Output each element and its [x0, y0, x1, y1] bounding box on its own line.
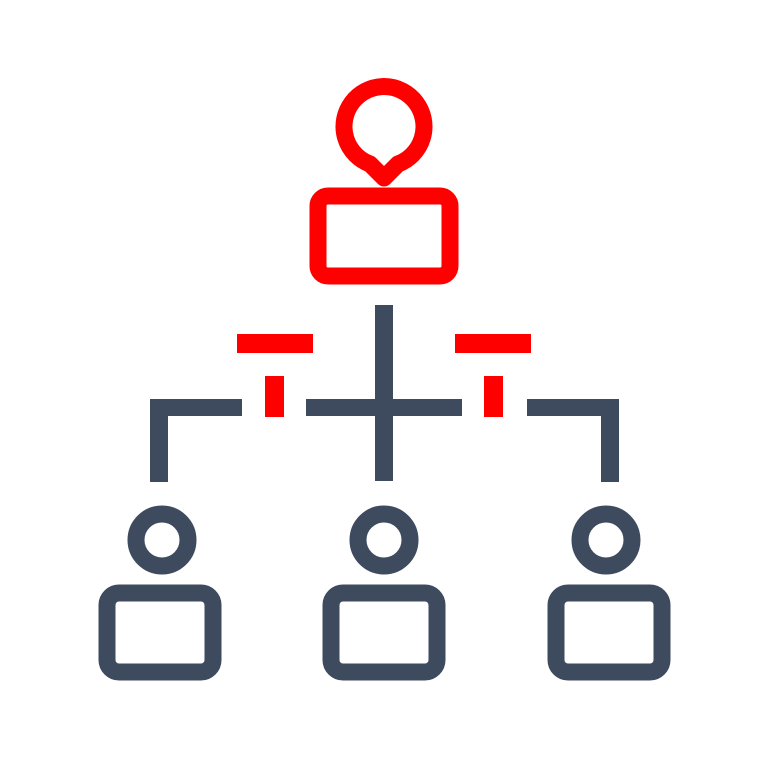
- t-marker-left-bar: [237, 334, 313, 353]
- t-marker-icon: [237, 334, 531, 417]
- connector-left-horizontal: [150, 399, 242, 416]
- member-center-body-icon: [322, 584, 446, 681]
- member-left-head-icon: [127, 505, 197, 575]
- member-center-person-icon: [322, 505, 446, 681]
- member-right-head-icon: [571, 505, 641, 575]
- t-marker-right-bar: [455, 334, 531, 353]
- t-marker-right-stem: [484, 376, 503, 417]
- member-left-body-icon: [98, 584, 222, 681]
- connector-tree-icon: [150, 305, 619, 482]
- connector-right-vertical: [601, 399, 619, 482]
- member-center-head-icon: [349, 505, 419, 575]
- member-right-body-icon: [547, 584, 671, 681]
- connector-left-vertical: [150, 399, 168, 482]
- leader-person-icon: [309, 78, 459, 285]
- member-right-person-icon: [547, 505, 671, 681]
- connector-center-horizontal: [306, 399, 462, 416]
- connector-center-vertical: [375, 305, 393, 481]
- leader-body-icon: [309, 187, 459, 285]
- t-marker-left-stem: [265, 376, 284, 417]
- connector-right-horizontal: [527, 399, 619, 416]
- leader-head-icon: [335, 78, 433, 187]
- member-left-person-icon: [98, 505, 222, 681]
